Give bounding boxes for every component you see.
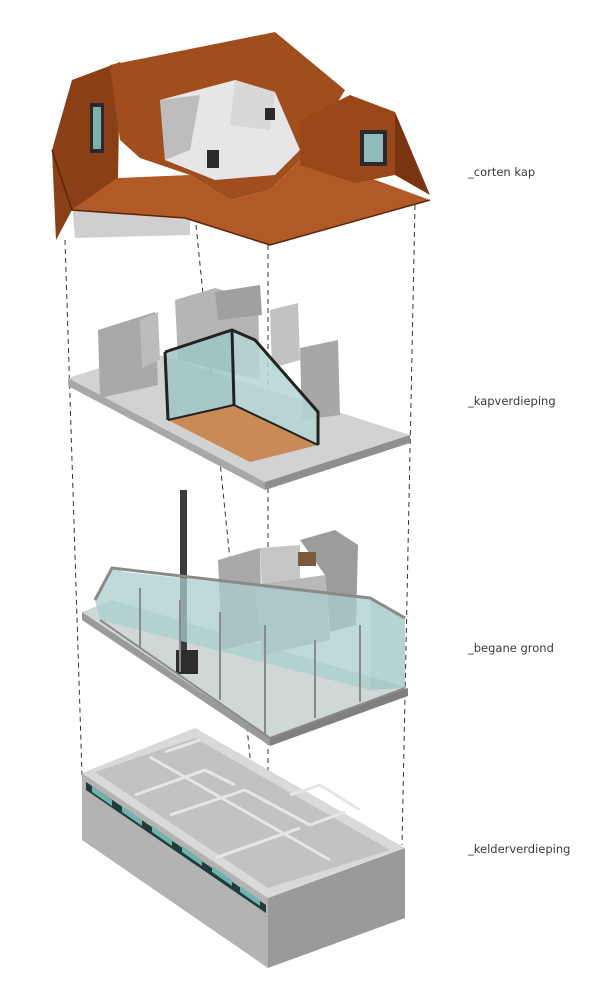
basement-window-pane [152, 826, 172, 846]
basement-window-pane [212, 866, 232, 886]
basement-side-left [82, 773, 268, 968]
attic-wall [215, 285, 262, 320]
attic-slab-edge [68, 378, 265, 490]
roof-dormer-side [395, 112, 430, 195]
ground-core-volume [260, 545, 300, 590]
ground-slab-edge [82, 612, 270, 746]
basement-wall [164, 738, 201, 754]
basement-window-pane [182, 846, 202, 866]
label-basement-floor: _kelderverdieping [467, 842, 570, 856]
basement-wall [169, 788, 246, 817]
basement-wall [204, 768, 236, 787]
basement-wall [289, 783, 321, 797]
attic-wall [300, 340, 340, 420]
basement-wall [319, 783, 361, 812]
roof-small-window [265, 108, 275, 120]
attic-wood-floor [168, 405, 318, 462]
attic-slab-edge [265, 435, 410, 490]
ground-glass-railing-left [95, 568, 370, 690]
roof-edge [51, 149, 431, 246]
attic-wall [270, 303, 300, 368]
basement-floor [82, 728, 405, 968]
ground-glass-railing-right [370, 598, 405, 690]
basement-wall [244, 788, 311, 827]
roof-small-window [207, 150, 219, 168]
roof-window-glass [93, 107, 101, 149]
guide-line [64, 239, 83, 776]
ground-railing-frame [93, 566, 406, 620]
label-attic-floor: _kapverdieping [467, 394, 556, 408]
basement-window-pane [122, 806, 142, 826]
basement-window-panes [92, 786, 260, 906]
ground-floor [82, 490, 408, 746]
attic-glass-frame [230, 329, 236, 406]
roof-dormer-window-glass [364, 134, 383, 162]
attic-floor [68, 285, 410, 490]
ground-railing-frame [99, 619, 406, 740]
attic-wall [140, 312, 160, 368]
corten-roof [51, 32, 431, 246]
basement-wall [309, 810, 346, 827]
basement-wall [214, 826, 301, 860]
roof-opening-interior [160, 95, 200, 160]
ground-cabinet [298, 552, 316, 566]
attic-glass-front [165, 330, 234, 420]
basement-window-pane [92, 786, 112, 806]
basement-window-pane [240, 886, 260, 906]
basement-side-right [268, 848, 405, 968]
guide-line [401, 204, 416, 846]
label-ground-floor: _begane grond [467, 641, 554, 655]
roof-opening-interior [230, 80, 275, 130]
basement-interior-walls [134, 738, 361, 862]
ground-stove [176, 650, 198, 674]
label-corten-roof: _corten kap [467, 165, 535, 179]
roof-front-slope [72, 160, 430, 245]
attic-glass-frame [233, 404, 319, 446]
basement-wall [149, 755, 331, 862]
attic-glass-frame [167, 404, 235, 421]
basement-wall [134, 768, 206, 797]
attic-glass-frame [164, 328, 320, 445]
attic-glass-frame [163, 351, 170, 421]
ground-railing-posts [139, 588, 361, 735]
ground-slab-edge [270, 688, 408, 746]
attic-glass-side [232, 330, 318, 445]
